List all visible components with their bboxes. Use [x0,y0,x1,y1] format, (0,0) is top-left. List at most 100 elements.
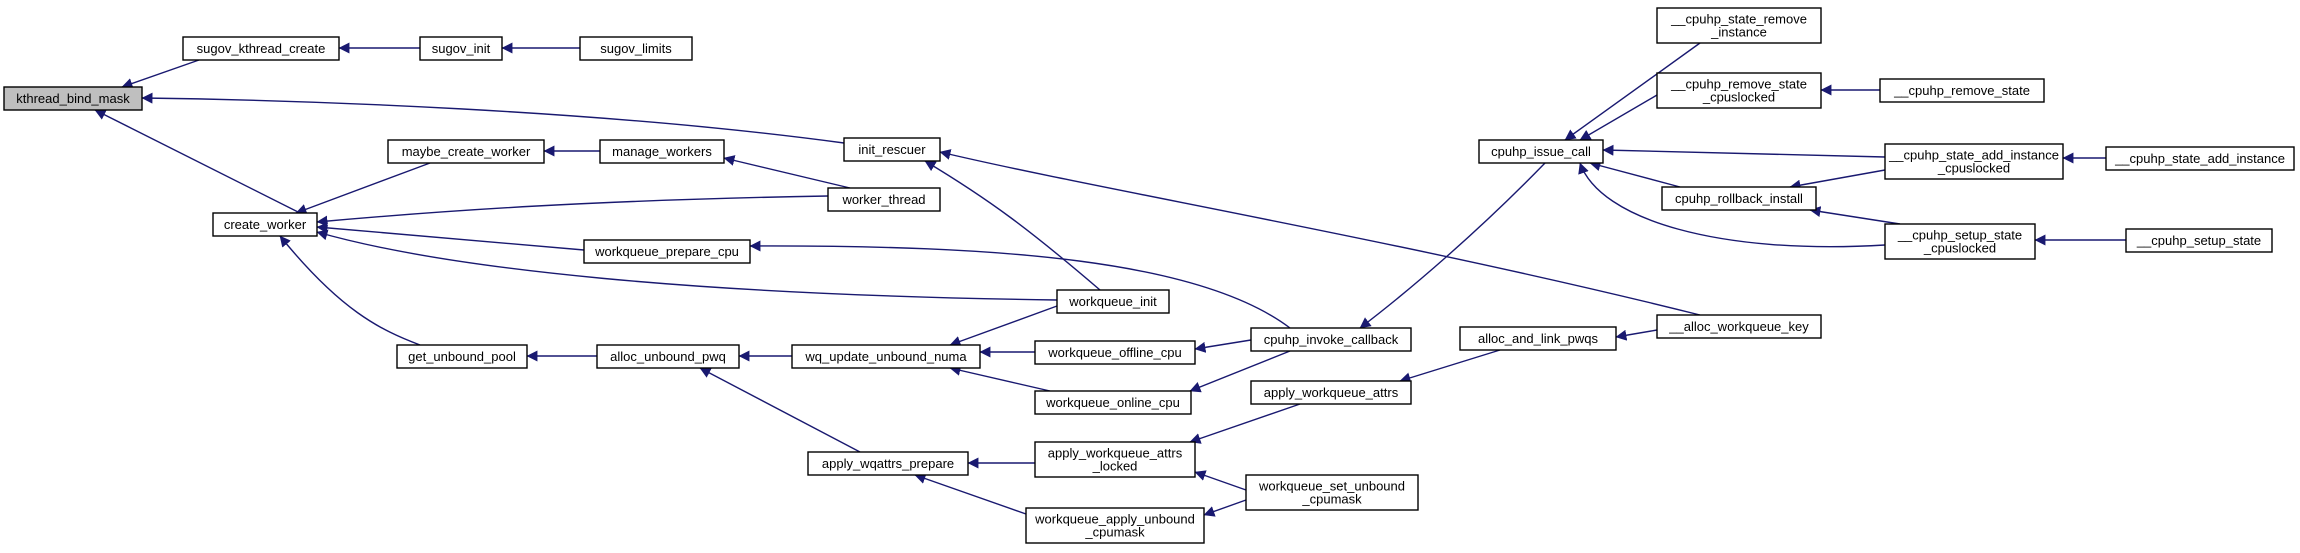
node-label: __cpuhp_remove_state [1670,77,1807,92]
node-cpuhp_remove_state[interactable]: __cpuhp_remove_state [1879,78,2045,103]
node-label: alloc_unbound_pwq [610,349,726,364]
edge-cpuhp_setup_state_cpuslocked-to-cpuhp_rollback_install [1809,206,1901,225]
edge-workqueue_online_cpu-to-wq_update_unbound_numa [949,364,1051,392]
edge-worker_thread-to-manage_workers [723,155,851,189]
node-label: apply_workqueue_attrs [1048,446,1183,461]
edge-sugov_kthread_create-to-kthread_bind_mask [121,59,200,89]
node-label: __cpuhp_remove_state [1893,83,2030,98]
edges-layer [94,42,2126,517]
node-kthread_bind_mask[interactable]: kthread_bind_mask [3,86,143,111]
node-sugov_limits[interactable]: sugov_limits [579,36,693,61]
node-label: cpuhp_rollback_install [1675,191,1803,206]
node-box [1250,327,1412,352]
node-box [596,344,740,369]
node-label: _cpuslocked [1923,241,1996,256]
node-label: sugov_limits [600,41,672,56]
node-alloc_and_link_pwqs[interactable]: alloc_and_link_pwqs [1459,326,1617,351]
node-label: worker_thread [841,192,925,207]
node-workqueue_init[interactable]: workqueue_init [1056,289,1170,314]
node-apply_wqattrs_prepare[interactable]: apply_wqattrs_prepare [807,451,969,476]
node-label: workqueue_offline_cpu [1047,345,1181,360]
edge-alloc_workqueue_key-to-init_rescuer [939,149,1701,316]
node-apply_workqueue_attrs[interactable]: apply_workqueue_attrs [1250,380,1412,405]
node-label: init_rescuer [858,142,926,157]
node-wq_update_unbound_numa[interactable]: wq_update_unbound_numa [791,344,981,369]
node-label: _cpuslocked [1937,161,2010,176]
node-cpuhp_invoke_callback[interactable]: cpuhp_invoke_callback [1250,327,1412,352]
nodes-layer: kthread_bind_mask sugov_kthread_create sug… [3,7,2295,544]
node-cpuhp_rollback_install[interactable]: cpuhp_rollback_install [1661,186,1817,211]
node-box [1656,314,1822,339]
node-label: create_worker [224,217,307,232]
node-cpuhp_state_remove_instance[interactable]: __cpuhp_state_remove_instance [1656,7,1822,44]
node-workqueue_online_cpu[interactable]: workqueue_online_cpu [1034,390,1192,415]
node-alloc_unbound_pwq[interactable]: alloc_unbound_pwq [596,344,740,369]
node-init_rescuer[interactable]: init_rescuer [843,137,941,162]
node-sugov_kthread_create[interactable]: sugov_kthread_create [182,36,340,61]
node-label: __cpuhp_setup_state [2136,233,2261,248]
node-maybe_create_worker[interactable]: maybe_create_worker [387,139,545,164]
node-sugov_init[interactable]: sugov_init [419,36,503,61]
node-box [2105,146,2295,171]
node-box [599,139,725,164]
edge-cpuhp_invoke_callback-to-workqueue_offline_cpu [1194,339,1252,353]
node-label: __cpuhp_setup_state [1897,228,2022,243]
edge-workqueue_init-to-wq_update_unbound_numa [949,305,1058,347]
edge-workqueue_prepare_cpu-to-create_worker [316,222,585,251]
node-box [3,86,143,111]
node-label: sugov_kthread_create [197,41,326,56]
node-box [1056,289,1170,314]
edge-alloc_and_link_pwqs-to-apply_workqueue_attrs [1399,349,1501,384]
node-alloc_workqueue_key[interactable]: __alloc_workqueue_key [1656,314,1822,339]
edge-maybe_create_worker-to-create_worker [295,162,431,215]
edge-cpuhp_rollback_install-to-cpuhp_issue_call [1589,160,1681,188]
node-label: workqueue_set_unbound [1258,479,1405,494]
edge-workqueue_init-to-init_rescuer [924,160,1101,291]
node-label: __alloc_workqueue_key [1668,319,1809,334]
edge-get_unbound_pool-to-create_worker [279,235,421,346]
edge-cpuhp_invoke_callback-to-workqueue_online_cpu [1189,350,1291,393]
node-label: __cpuhp_state_add_instance [2114,151,2285,166]
node-label: cpuhp_invoke_callback [1264,332,1399,347]
node-workqueue_offline_cpu[interactable]: workqueue_offline_cpu [1034,340,1196,365]
edge-apply_workqueue_attrs-to-apply_workqueue_attrs_locked [1189,403,1301,444]
node-box [1656,7,1822,44]
node-box [1245,474,1419,511]
node-apply_workqueue_attrs_locked[interactable]: apply_workqueue_attrs_locked [1034,441,1196,478]
node-label: _cpumask [1301,492,1362,507]
node-label: __cpuhp_state_add_instance [1888,148,2059,163]
node-get_unbound_pool[interactable]: get_unbound_pool [396,344,528,369]
node-box [2125,228,2273,253]
node-worker_thread[interactable]: worker_thread [827,187,941,212]
node-label: maybe_create_worker [402,144,531,159]
node-box [1656,72,1822,109]
node-box [1034,441,1196,478]
edge-workqueue_init-to-create_worker [316,229,1058,301]
node-label: sugov_init [432,41,491,56]
node-label: alloc_and_link_pwqs [1478,331,1598,346]
node-cpuhp_setup_state[interactable]: __cpuhp_setup_state [2125,228,2273,253]
node-workqueue_apply_unbound_cpumask[interactable]: workqueue_apply_unbound_cpumask [1025,507,1205,544]
node-cpuhp_state_add_instance[interactable]: __cpuhp_state_add_instance [2105,146,2295,171]
node-label: _cpuslocked [1702,90,1775,105]
node-box [1884,223,2036,260]
node-label: apply_wqattrs_prepare [822,456,954,471]
node-box [396,344,528,369]
node-create_worker[interactable]: create_worker [212,212,318,237]
edge-workqueue_set_unbound_cpumask-to-apply_workqueue_attrs_locked [1194,470,1247,491]
edge-alloc_workqueue_key-to-alloc_and_link_pwqs [1615,329,1658,341]
edge-apply_wqattrs_prepare-to-alloc_unbound_pwq [699,367,861,453]
node-workqueue_prepare_cpu[interactable]: workqueue_prepare_cpu [583,239,751,264]
node-box [1661,186,1817,211]
node-cpuhp_state_add_instance_cpuslocked[interactable]: __cpuhp_state_add_instance_cpuslocked [1884,143,2064,180]
node-workqueue_set_unbound_cpumask[interactable]: workqueue_set_unbound_cpumask [1245,474,1419,511]
node-cpuhp_issue_call[interactable]: cpuhp_issue_call [1478,139,1604,164]
edge-cpuhp_setup_state_cpuslocked-to-cpuhp_issue_call [1578,162,1886,248]
node-box [182,36,340,61]
node-cpuhp_setup_state_cpuslocked[interactable]: __cpuhp_setup_state_cpuslocked [1884,223,2036,260]
node-label: cpuhp_issue_call [1491,144,1591,159]
node-cpuhp_remove_state_cpuslocked[interactable]: __cpuhp_remove_state_cpuslocked [1656,72,1822,109]
edge-worker_thread-to-create_worker [316,195,829,227]
node-label: _instance [1710,25,1767,40]
node-manage_workers[interactable]: manage_workers [599,139,725,164]
